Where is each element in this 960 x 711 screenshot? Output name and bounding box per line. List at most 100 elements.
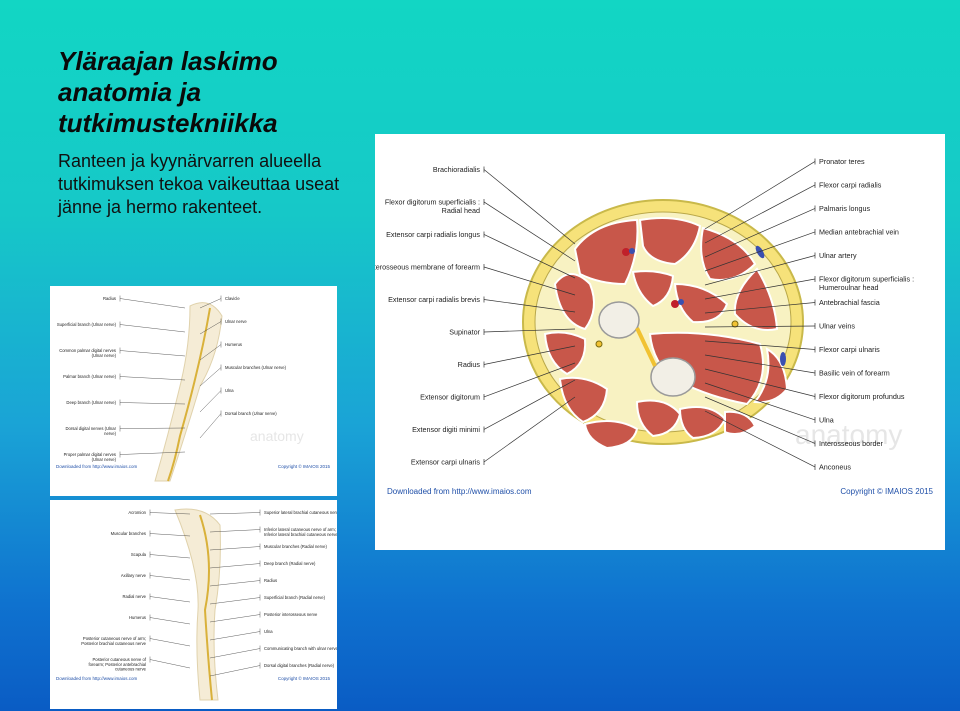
copyright-credit: Copyright © IMAIOS 2015 bbox=[840, 487, 933, 496]
callout-label: Ulna bbox=[225, 388, 234, 393]
nerve-marker bbox=[731, 320, 739, 328]
source-credit: Downloaded from http://www.imaios.com bbox=[56, 464, 138, 469]
callout-label: Extensor carpi radialis longus bbox=[386, 230, 480, 239]
ulnar-vein-marker bbox=[678, 299, 684, 305]
callout-leader-line bbox=[483, 299, 576, 313]
watermark: anatomy bbox=[795, 419, 902, 450]
callout-label: Inferior lateral cutaneous nerve of arm;… bbox=[264, 527, 337, 537]
callout-label: Extensor carpi ulnaris bbox=[411, 458, 481, 467]
callout-leader-line bbox=[119, 402, 186, 405]
callout-leader-line bbox=[199, 344, 222, 361]
callout-leader-line bbox=[119, 324, 186, 333]
callout-label: Ulnar nerve bbox=[225, 319, 247, 324]
callout-label: Interosseous membrane of forearm bbox=[375, 263, 480, 272]
slide-body-text: Ranteen ja kyynärvarren alueella tutkimu… bbox=[58, 151, 340, 217]
callout-leader-line bbox=[209, 529, 261, 533]
callout-leader-line bbox=[149, 617, 191, 625]
interosseous-membrane bbox=[635, 327, 657, 367]
callout-leader-line bbox=[483, 234, 576, 279]
muscle-brachioradialis bbox=[573, 218, 639, 286]
callout-leader-line bbox=[704, 255, 816, 286]
vein-marker bbox=[629, 248, 635, 254]
muscle-extensor-digiti-minimi bbox=[635, 399, 682, 438]
callout-leader-line bbox=[704, 278, 816, 300]
callout-label: Flexor carpi ulnaris bbox=[819, 345, 880, 354]
callout-leader-line bbox=[209, 614, 261, 623]
callout-leader-line bbox=[704, 382, 816, 421]
callout-label: Posterior cutaneous nerve of arm;Posteri… bbox=[81, 636, 146, 646]
callout-leader-line bbox=[704, 325, 816, 328]
callout-label: Extensor carpi radialis brevis bbox=[388, 295, 480, 304]
callout-leader-line bbox=[149, 554, 191, 559]
callout-leader-line bbox=[119, 376, 186, 381]
callout-leader-line bbox=[199, 321, 222, 335]
callout-leader-line bbox=[149, 512, 191, 515]
callout-leader-line bbox=[704, 231, 816, 272]
callout-leader-line bbox=[199, 367, 222, 387]
ulnar-artery-marker bbox=[671, 300, 679, 308]
forearm-cross-section-diagram: anatomy bbox=[375, 157, 934, 496]
callout-leader-line bbox=[209, 512, 261, 515]
callout-leader-line bbox=[199, 413, 222, 439]
callout-leader-line bbox=[119, 451, 186, 455]
callout-label: Deep branch (Radial nerve) bbox=[264, 561, 316, 566]
callout-leader-line bbox=[119, 298, 186, 309]
callout-label: Anconeus bbox=[819, 463, 851, 472]
watermark: anatomy bbox=[250, 428, 304, 444]
callout-label: Ulnar veins bbox=[819, 322, 855, 331]
callout-label: Palmaris longus bbox=[819, 204, 871, 213]
callout-label: Extensor digiti minimi bbox=[412, 425, 480, 434]
callout-label: Extensor digitorum bbox=[420, 393, 480, 402]
callout-leader-line bbox=[483, 169, 576, 245]
callout-leader-line bbox=[209, 597, 261, 605]
callout-label: Muscular branches (Radial nerve) bbox=[264, 544, 327, 549]
callout-label: Flexor digitorum superficialis :Humeroul… bbox=[819, 275, 914, 292]
callout-label: Scapula bbox=[131, 552, 147, 557]
callout-label: Communicating branch with ulnar nerve bbox=[264, 646, 337, 651]
copyright-credit: Copyright © IMAIOS 2015 bbox=[278, 463, 331, 469]
artery-marker bbox=[622, 248, 630, 256]
callout-label: Acromion bbox=[128, 510, 146, 515]
callout-leader-line bbox=[149, 638, 191, 647]
callout-label: Superior lateral brachial cutaneous nerv… bbox=[264, 510, 337, 515]
muscle-extensor-carpi-radialis-brevis bbox=[543, 331, 587, 376]
muscle-supinator bbox=[558, 376, 609, 424]
callout-leader-line bbox=[704, 368, 816, 397]
callout-leader-line bbox=[704, 302, 816, 314]
callout-label: Dorsal digital branches (Radial nerve) bbox=[264, 663, 335, 668]
muscle-pronator-teres bbox=[638, 217, 702, 266]
callout-label: Interosseous border bbox=[819, 439, 884, 448]
muscle-extensor-carpi-radialis-longus bbox=[553, 273, 595, 331]
callout-leader-line bbox=[704, 340, 816, 350]
callout-leader-line bbox=[483, 201, 576, 262]
arm-silhouette bbox=[154, 302, 223, 482]
callout-leader-line bbox=[704, 354, 816, 374]
ulnar-nerve-path bbox=[167, 307, 211, 482]
callout-leader-line bbox=[704, 161, 816, 230]
callout-leader-line bbox=[209, 665, 261, 677]
forearm-cross-section-panel: anatomy bbox=[375, 134, 945, 550]
callout-label: Clavicle bbox=[225, 296, 240, 301]
callout-leader-line bbox=[209, 648, 261, 659]
callout-label: Antebrachial fascia bbox=[819, 298, 880, 307]
source-credit: Downloaded from http://www.imaios.com bbox=[56, 676, 138, 681]
callout-label: Posterior interosseous nerve bbox=[264, 612, 318, 617]
callout-label: Muscular branches bbox=[111, 531, 146, 536]
callout-leader-line bbox=[199, 298, 222, 309]
callout-label: Humerus bbox=[225, 342, 242, 347]
muscle-extensor-carpi-ulnaris bbox=[678, 406, 727, 440]
slide-title: Yläraajan laskimo anatomia ja tutkimuste… bbox=[58, 46, 278, 138]
callout-label: Supinator bbox=[449, 328, 480, 337]
callout-label: Ulna bbox=[819, 416, 834, 425]
callout-label: Flexor carpi radialis bbox=[819, 181, 882, 190]
arm-silhouette bbox=[174, 508, 221, 701]
callout-leader-line bbox=[704, 184, 816, 244]
muscle-flexor-digitorum-superficialis-humeroulnar bbox=[673, 282, 729, 324]
callout-leader-line bbox=[704, 396, 816, 444]
callout-label: Common palmar digital nerves(Ulnar nerve… bbox=[59, 348, 116, 358]
callout-label: Pronator teres bbox=[819, 157, 865, 166]
